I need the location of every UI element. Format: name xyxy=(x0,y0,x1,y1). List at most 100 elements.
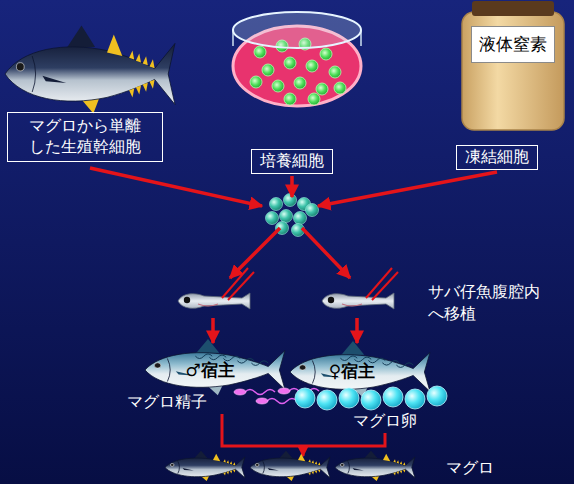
green-cell xyxy=(262,64,274,76)
dorsal-fin xyxy=(279,451,293,459)
second-dorsal-fin xyxy=(383,454,390,461)
larva-gut xyxy=(342,304,362,306)
stripe xyxy=(382,361,399,366)
finlet xyxy=(233,469,235,472)
finlet xyxy=(136,86,141,95)
label-box: 培養細胞 xyxy=(251,149,333,174)
fish-body xyxy=(290,352,430,391)
finlet xyxy=(312,471,314,474)
finlet xyxy=(315,461,317,464)
tuna-illustration xyxy=(5,25,175,113)
finlet xyxy=(397,460,399,463)
petri-dish xyxy=(233,12,361,106)
stem-cell xyxy=(266,212,279,225)
offspring-tuna xyxy=(165,451,245,481)
finlet xyxy=(223,459,225,462)
flow-arrow xyxy=(302,446,305,456)
procedure-note: サバ仔魚腹腔内 へ移植 xyxy=(428,281,550,324)
flow-arrow xyxy=(355,318,359,343)
tuna-egg xyxy=(295,388,315,408)
dorsal-fin xyxy=(340,341,364,356)
sperm-head xyxy=(234,389,246,395)
sperm-head xyxy=(256,398,268,404)
jar-lid xyxy=(472,1,554,16)
fish-eye xyxy=(340,463,344,466)
finlet xyxy=(233,462,235,465)
jar-body xyxy=(462,12,564,130)
finlet xyxy=(223,472,225,475)
finlet xyxy=(150,59,155,68)
finlet xyxy=(400,461,402,464)
finlet xyxy=(136,53,141,62)
sperm-tail xyxy=(245,390,275,395)
green-cell xyxy=(334,82,346,94)
fish-body xyxy=(250,457,330,478)
fish-eye xyxy=(16,63,24,71)
finlet xyxy=(318,469,320,472)
offspring-tuna xyxy=(335,451,415,481)
product-label: マグロ卵 xyxy=(353,411,417,432)
gill-line xyxy=(178,461,180,473)
green-cell xyxy=(250,76,262,88)
node-text: マグロから単離 した生殖幹細胞 xyxy=(26,116,144,158)
finlet xyxy=(318,462,320,465)
finlet xyxy=(400,470,402,473)
mackerel-larva xyxy=(178,293,250,309)
stripe xyxy=(396,363,413,368)
nitrogen-jar xyxy=(462,1,564,130)
flow-arrow xyxy=(230,228,280,278)
finlet xyxy=(393,472,395,475)
finlet xyxy=(393,459,395,462)
fish-body xyxy=(165,457,245,478)
finlet xyxy=(230,461,232,464)
larva-eye xyxy=(328,297,334,303)
larva-gut xyxy=(198,304,218,306)
green-cell xyxy=(272,80,284,92)
tuna-egg xyxy=(339,388,359,408)
finlet xyxy=(227,471,229,474)
pectoral-fin xyxy=(42,76,66,83)
dorsal-fin xyxy=(364,451,378,459)
finlet xyxy=(129,88,134,97)
female-host-mackerel xyxy=(290,341,430,397)
finlet xyxy=(150,80,155,89)
pectoral-fin xyxy=(353,468,364,470)
finlet xyxy=(308,459,310,462)
finlet xyxy=(227,460,229,463)
green-cell xyxy=(316,83,328,95)
flow-arrow xyxy=(211,318,215,343)
green-cell xyxy=(308,93,320,105)
fish-body xyxy=(5,43,175,104)
stem-cell xyxy=(306,204,319,217)
cell-cluster xyxy=(266,194,319,237)
dish-lid xyxy=(233,12,361,48)
injection-needle xyxy=(228,272,254,300)
tuna-egg xyxy=(317,390,337,410)
second-dorsal-fin xyxy=(213,454,220,461)
finlet xyxy=(403,462,405,465)
tuna-egg xyxy=(383,387,403,407)
green-cell xyxy=(254,46,266,58)
larva-body xyxy=(322,293,394,309)
node-text: 培養細胞 xyxy=(260,151,324,172)
finlet xyxy=(143,83,148,92)
second-dorsal-fin xyxy=(298,454,305,461)
label-box: マグロから単離 した生殖幹細胞 xyxy=(7,112,163,162)
fish-body xyxy=(145,350,285,389)
product-label: マグロ精子 xyxy=(127,392,207,413)
host-label: ♂宿主 xyxy=(183,359,236,382)
fish-body xyxy=(335,457,415,478)
node-text: 液体窒素 xyxy=(479,33,547,56)
larva-eye xyxy=(184,297,190,303)
sperm-head xyxy=(278,388,290,394)
offspring-label: マグロ xyxy=(446,458,494,479)
flow-arrow xyxy=(302,228,350,278)
gill-line xyxy=(348,461,350,473)
green-cell xyxy=(329,66,341,78)
flow-arrow xyxy=(290,176,294,197)
tuna-egg xyxy=(427,386,447,406)
gill-line xyxy=(32,56,35,92)
